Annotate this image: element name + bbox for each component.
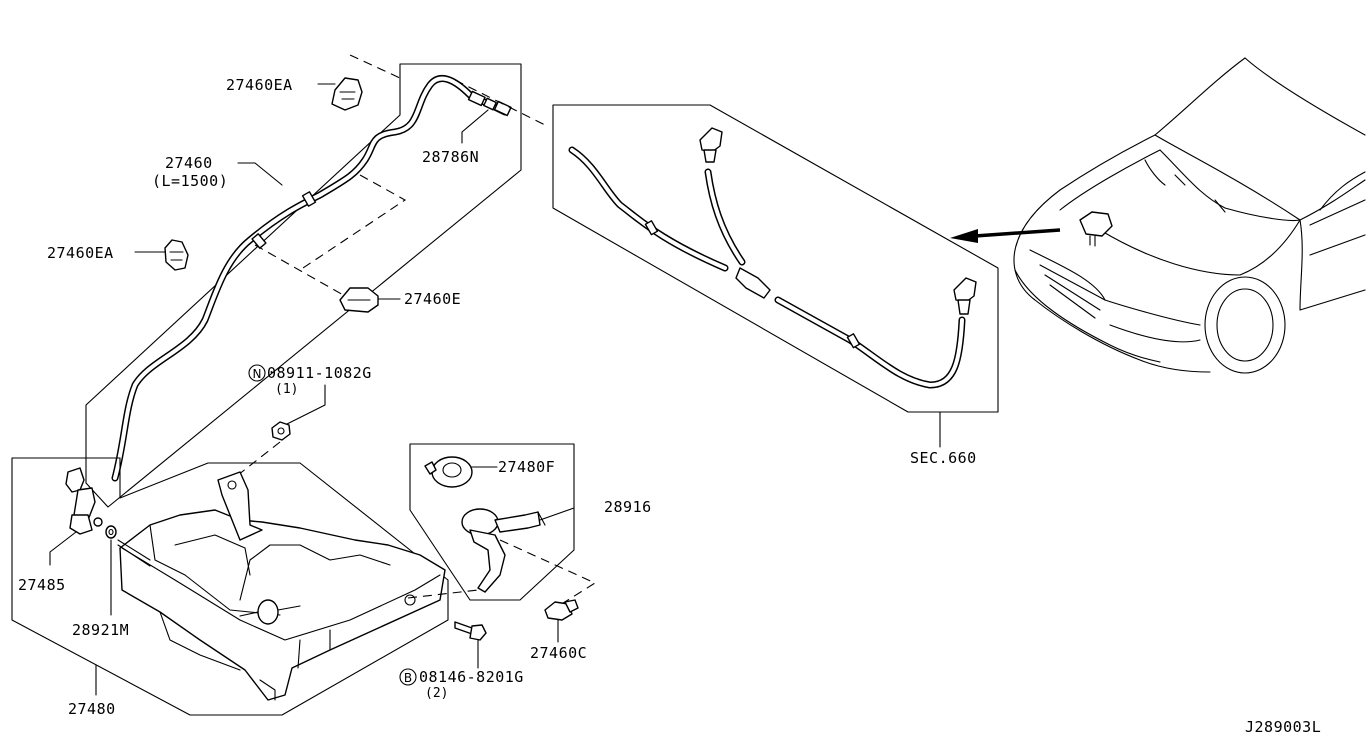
washer-pump-28916: [424, 456, 597, 606]
tank-assembly-outline: [11, 457, 449, 716]
bolt-08146-8201G: [399, 621, 487, 686]
washer-nozzle-right: [953, 277, 977, 315]
label-27460EA-top: 27460EA: [226, 76, 293, 94]
dashed-guides-tank: [407, 589, 479, 599]
nut-08911-1082G: [237, 364, 326, 476]
label-08146-8201G: 08146-8201G: [419, 668, 524, 686]
level-sensor-27485: [49, 467, 103, 566]
pump-assembly-outline: [409, 443, 575, 601]
label-28786N: 28786N: [422, 148, 479, 166]
leader-lines-left: [237, 162, 283, 186]
label-27480: 27480: [68, 700, 116, 718]
hose-assembly-outline: [85, 63, 522, 508]
label-08911-mark: N: [253, 367, 262, 381]
label-08146-mark: B: [404, 671, 412, 685]
clip-27460EA-top: [317, 77, 363, 111]
label-27460: 27460: [165, 154, 213, 172]
label-27460EA-mid: 27460EA: [47, 244, 114, 262]
clip-27460E: [339, 287, 401, 313]
washer-tank-27480: [117, 471, 446, 701]
figure-code: J289003L: [1245, 718, 1321, 736]
label-27460E: 27460E: [404, 290, 461, 308]
joint-connector-28786N: [461, 90, 512, 144]
grommet-28921M: [105, 525, 117, 616]
label-27460-length: (L=1500): [152, 172, 228, 190]
clip-27460EA-mid: [134, 239, 189, 271]
dashed-guides-left: [254, 54, 546, 297]
label-08911-1082G: 08911-1082G: [267, 364, 372, 382]
label-sec660: SEC.660: [910, 449, 977, 467]
nozzle-hoses: [568, 146, 966, 389]
label-28916: 28916: [604, 498, 652, 516]
washer-hose-27460: [111, 75, 509, 482]
washer-nozzle-left: [699, 127, 723, 163]
car-front-view: [950, 57, 1366, 374]
label-27485: 27485: [18, 576, 66, 594]
label-27480F: 27480F: [498, 458, 555, 476]
label-08911-qty: (1): [275, 382, 298, 397]
label-08146-qty: (2): [425, 686, 448, 701]
label-28921M: 28921M: [72, 621, 129, 639]
nozzle-assembly-outline: [552, 104, 999, 413]
clip-27460C: [544, 599, 579, 643]
label-27460C: 27460C: [530, 644, 587, 662]
